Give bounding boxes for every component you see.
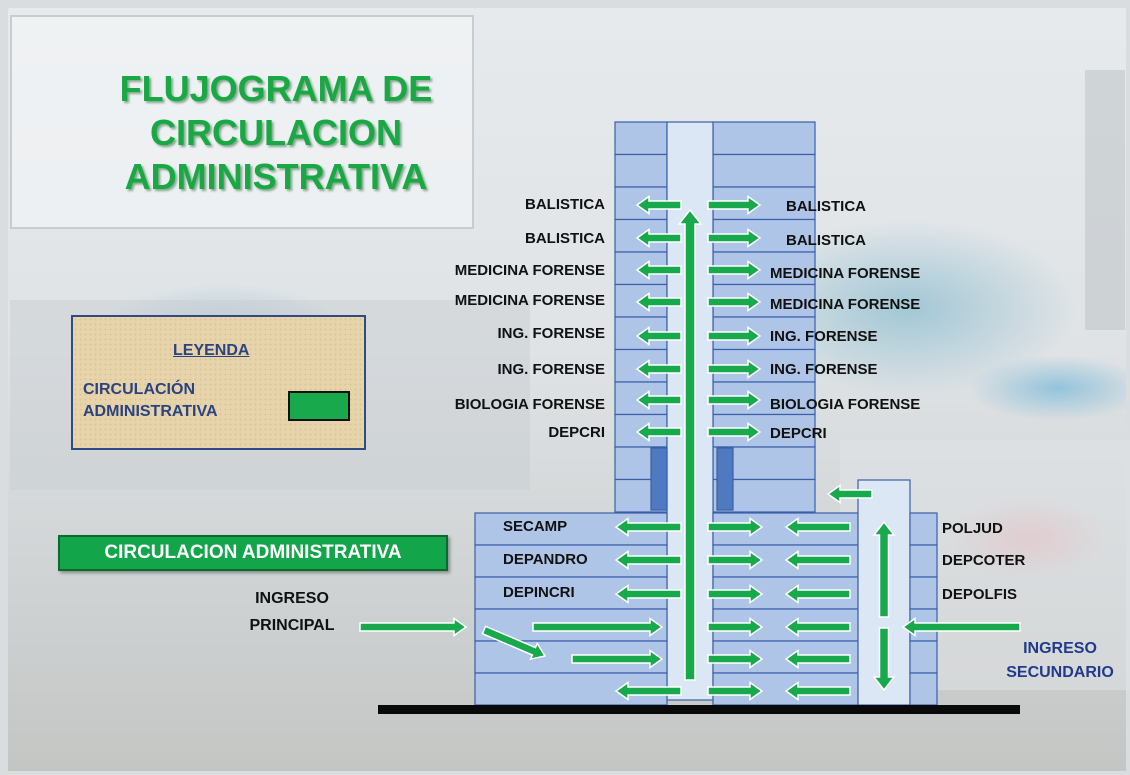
- main-entrance-line: PRINCIPAL: [249, 617, 335, 634]
- department-label: ING. FORENSE: [770, 361, 878, 378]
- annex-floor: [909, 512, 938, 546]
- arrow-left: [826, 484, 873, 504]
- legend-item-label: CIRCULACIÓN ADMINISTRATIVA: [83, 379, 283, 423]
- department-label: MEDICINA FORENSE: [770, 296, 921, 313]
- department-label: DEPINCRI: [503, 584, 575, 601]
- slide-title: FLUJOGRAMA DE CIRCULACION ADMINISTRATIVA: [106, 67, 446, 199]
- arrow-right: [707, 517, 764, 537]
- tower-floor-right: [712, 153, 816, 188]
- arrow-left: [784, 649, 851, 669]
- arrow-left: [614, 517, 682, 537]
- arrow-right: [707, 326, 762, 346]
- department-label: SECAMP: [503, 518, 568, 535]
- department-label: DEPCRI: [770, 425, 827, 442]
- arrow-right: [707, 260, 762, 280]
- title-line: ADMINISTRATIVA: [124, 156, 428, 197]
- arrow-right: [707, 649, 764, 669]
- title-line: FLUJOGRAMA DE: [119, 68, 433, 109]
- arrow-left: [784, 617, 851, 637]
- arrow-left: [635, 326, 682, 346]
- secondary-entrance-label: INGRESO SECUNDARIO: [990, 637, 1130, 685]
- secondary-entrance-line: INGRESO: [1023, 640, 1097, 657]
- annex-down-arrow: [872, 627, 896, 692]
- arrow-right: [532, 617, 664, 637]
- legend-title: LEYENDA: [173, 342, 250, 359]
- arrow-right: [707, 390, 762, 410]
- arrow-left: [614, 681, 682, 701]
- department-label: ING. FORENSE: [770, 328, 878, 345]
- window-panel: [716, 447, 734, 511]
- circulation-label: CIRCULACION ADMINISTRATIVA: [58, 535, 448, 571]
- ground-line: [378, 705, 1020, 714]
- department-label: MEDICINA FORENSE: [454, 262, 605, 279]
- department-label: DEPCRI: [548, 424, 605, 441]
- arrow-left: [635, 292, 682, 312]
- arrow-right: [707, 292, 762, 312]
- annex-floor: [909, 576, 938, 610]
- department-label: BALISTICA: [525, 196, 605, 213]
- arrow-left: [635, 228, 682, 248]
- background-window: [10, 15, 474, 229]
- vertical-circulation-arrow: [677, 208, 703, 681]
- secondary-entrance-arrow: [901, 617, 1021, 637]
- department-label: POLJUD: [942, 520, 1003, 537]
- arrow-left: [635, 195, 682, 215]
- main-entrance-line: INGRESO: [255, 590, 329, 607]
- main-entrance-diagonal-arrow: [481, 625, 547, 661]
- tower-floor-left: [614, 121, 668, 156]
- department-label: BALISTICA: [786, 232, 866, 249]
- department-label: MEDICINA FORENSE: [454, 292, 605, 309]
- arrow-right: [707, 359, 762, 379]
- flow-arrows: [359, 195, 1021, 701]
- main-entrance-arrow: [359, 617, 468, 637]
- department-label: BIOLOGIA FORENSE: [454, 396, 605, 413]
- arrow-right: [707, 422, 762, 442]
- department-label: DEPOLFIS: [942, 586, 1018, 603]
- annex-floor: [909, 672, 938, 706]
- arrow-right: [707, 550, 764, 570]
- arrow-right: [707, 228, 762, 248]
- tower-floor-right: [712, 121, 816, 156]
- main-entrance-label: INGRESO PRINCIPAL: [232, 585, 352, 639]
- arrow-left: [784, 550, 851, 570]
- arrow-left: [635, 359, 682, 379]
- arrow-left: [784, 681, 851, 701]
- background-shelf: [1085, 70, 1125, 330]
- window-panel: [650, 447, 668, 511]
- arrow-left: [635, 260, 682, 280]
- department-label: BALISTICA: [525, 230, 605, 247]
- tower-floor-left: [614, 153, 668, 188]
- title-line: CIRCULACION: [150, 112, 402, 153]
- arrow-right: [707, 681, 764, 701]
- legend-item-line: ADMINISTRATIVA: [83, 403, 218, 420]
- annex-floor: [909, 544, 938, 578]
- arrow-right: [707, 195, 762, 215]
- legend-swatch: [288, 391, 350, 421]
- legend-item-line: CIRCULACIÓN: [83, 381, 195, 398]
- department-label: ING. FORENSE: [497, 361, 605, 378]
- arrow-left: [784, 584, 851, 604]
- department-label: BALISTICA: [786, 198, 866, 215]
- arrow-left: [635, 422, 682, 442]
- arrow-left: [614, 550, 682, 570]
- department-label: DEPCOTER: [942, 552, 1026, 569]
- secondary-entrance-line: SECUNDARIO: [1006, 664, 1114, 681]
- arrow-right: [571, 649, 664, 669]
- department-label: DEPANDRO: [503, 551, 588, 568]
- department-label: BIOLOGIA FORENSE: [770, 396, 921, 413]
- arrow-left: [784, 517, 851, 537]
- annex-floor: [909, 640, 938, 674]
- annex-up-arrow: [872, 520, 896, 618]
- arrow-left: [614, 584, 682, 604]
- department-label: MEDICINA FORENSE: [770, 265, 921, 282]
- department-label: ING. FORENSE: [497, 325, 605, 342]
- legend-box: LEYENDA CIRCULACIÓN ADMINISTRATIVA: [71, 315, 366, 450]
- arrow-right: [707, 584, 764, 604]
- arrow-right: [707, 617, 764, 637]
- arrow-left: [635, 390, 682, 410]
